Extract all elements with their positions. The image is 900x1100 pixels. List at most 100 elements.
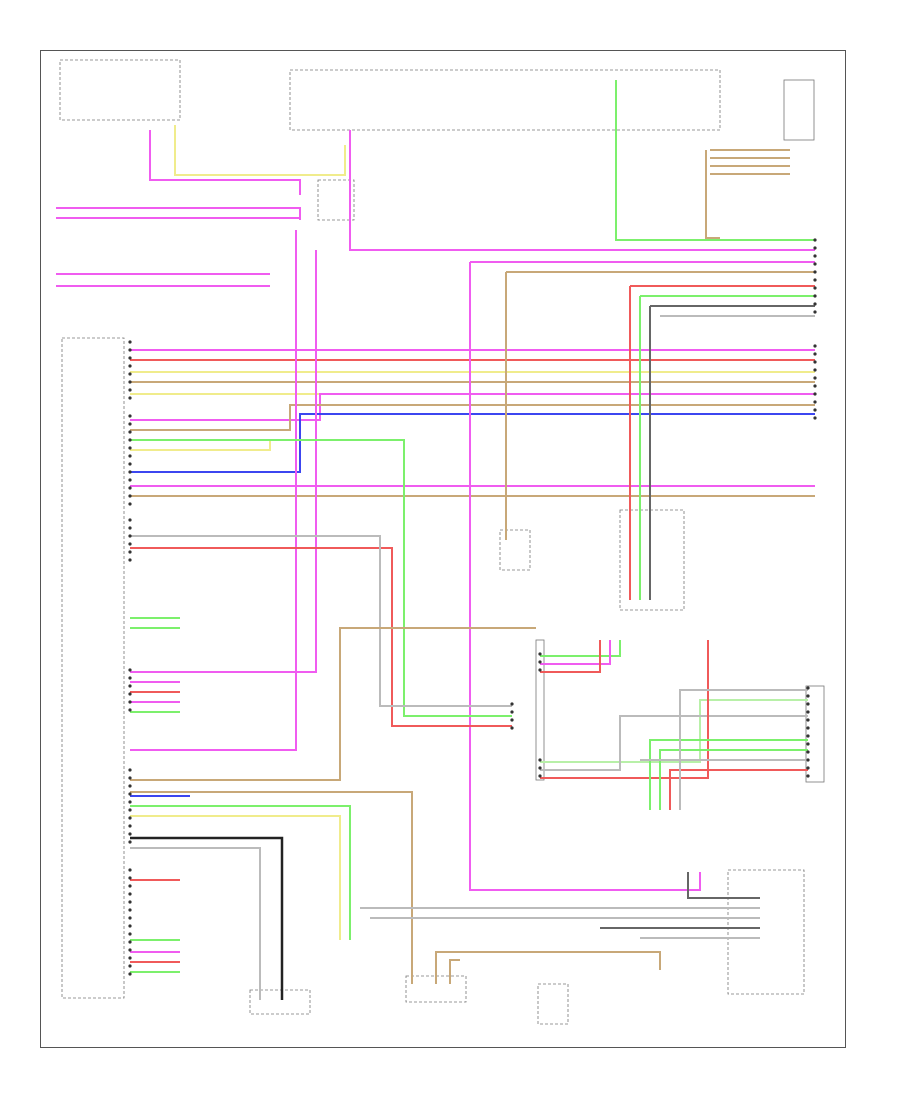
module-connector-b-pin [128, 462, 132, 466]
right-harness-connector-b-pin [813, 302, 817, 306]
module-connector-b-pin [128, 446, 132, 450]
mid-connector-pin [510, 710, 514, 714]
module-connector-c-pin [128, 558, 132, 562]
module-connector-d-pin [128, 708, 132, 712]
module-connector-b-pin [128, 494, 132, 498]
mid-connector-pin [510, 702, 514, 706]
wire-gray-52 [130, 847, 261, 1000]
module-connector-e-pin [128, 808, 132, 812]
module-connector-a-pin [128, 380, 132, 384]
module-connector-b-pin [128, 430, 132, 434]
wire-lightgreen-61 [540, 699, 808, 763]
module-connector-f-pin [128, 956, 132, 960]
module-connector-f-pin [128, 964, 132, 968]
module-connector-e-pin [128, 824, 132, 828]
right-connector-pin [806, 774, 810, 778]
component-outlines [59, 59, 825, 1025]
top-right-connector-outline [783, 79, 815, 141]
right-harness-connector-b-pin [813, 238, 817, 242]
mid-left-connector-b-pin [538, 774, 542, 778]
wire-yellow-10 [130, 440, 271, 451]
wire-tan-69 [435, 951, 661, 984]
right-harness-connector-b-pin [813, 262, 817, 266]
module-connector-b-pin [128, 478, 132, 482]
wire-red-63 [540, 640, 709, 779]
module-connector-d-pin [128, 692, 132, 696]
module-connector-a-pin [128, 348, 132, 352]
wire-blue-7 [130, 413, 815, 473]
right-connector-pin [806, 686, 810, 690]
module-connector-b-pin [128, 422, 132, 426]
module-connector-d-pin [128, 684, 132, 688]
right-connector-pin [806, 758, 810, 762]
mid-left-connector-b-pin [538, 766, 542, 770]
mid-left-connector-pin [538, 652, 542, 656]
wire-yellow-18 [174, 125, 346, 176]
module-connector-b-pin [128, 454, 132, 458]
wire-tan-46 [130, 791, 413, 984]
module-connector-b-pin [128, 502, 132, 506]
right-connector-pin [806, 742, 810, 746]
wire-pink-36 [130, 250, 317, 673]
mid-left-connector-pin [538, 660, 542, 664]
wire-gray-67 [679, 689, 808, 810]
wire-green-65 [659, 749, 808, 810]
bottom-right-module-outline [727, 869, 805, 995]
right-harness-connector-pin [813, 376, 817, 380]
module-connector-b-pin [128, 438, 132, 442]
mid-connector-pin [510, 726, 514, 730]
mid-connector-pin [510, 718, 514, 722]
wire-tan-34 [705, 150, 720, 239]
mid-left-connector-b-pin [538, 758, 542, 762]
right-connector-outline [805, 685, 825, 783]
right-connector-pin [806, 710, 810, 714]
module-connector-e-pin [128, 768, 132, 772]
wire-gray-39 [130, 535, 512, 707]
module-connector-a-pin [128, 340, 132, 344]
fuse-block-outline [289, 69, 721, 131]
wire-green-58 [540, 640, 621, 657]
wire-green-29 [615, 80, 815, 241]
wire-pink-11 [56, 207, 301, 220]
module-connector-e-pin [128, 832, 132, 836]
module-connector-f-pin [128, 876, 132, 880]
connector-layer [128, 238, 817, 976]
right-harness-connector-pin [813, 384, 817, 388]
module-connector-d-pin [128, 668, 132, 672]
module-connector-f-pin [128, 916, 132, 920]
bottom-relay-2-outline [537, 983, 569, 1025]
bottom-left-switch-outline [249, 989, 311, 1015]
module-connector-f-pin [128, 868, 132, 872]
relay-outline [317, 179, 355, 221]
right-harness-connector-b-pin [813, 270, 817, 274]
right-connector-pin [806, 766, 810, 770]
top-left-relay-outline [59, 59, 181, 121]
module-connector-f-pin [128, 892, 132, 896]
wire-green-64 [649, 739, 808, 810]
module-connector-c-pin [128, 534, 132, 538]
module-connector-e-pin [128, 800, 132, 804]
module-connector-f-pin [128, 924, 132, 928]
module-connector-f-pin [128, 972, 132, 976]
module-connector-c-pin [128, 526, 132, 530]
wire-darkgray-75 [687, 872, 760, 899]
module-connector-a-pin [128, 356, 132, 360]
right-harness-connector-pin [813, 352, 817, 356]
module-connector-b-pin [128, 470, 132, 474]
right-module-outline [619, 509, 685, 611]
right-harness-connector-b-pin [813, 310, 817, 314]
module-connector-e-pin [128, 816, 132, 820]
right-harness-connector-b-pin [813, 246, 817, 250]
module-connector-a-pin [128, 396, 132, 400]
module-connector-e-pin [128, 840, 132, 844]
wire-red-66 [669, 769, 808, 810]
right-harness-connector-b-pin [813, 254, 817, 258]
right-connector-pin [806, 702, 810, 706]
mid-left-connector-pin [538, 668, 542, 672]
wire-red-38 [130, 547, 512, 727]
module-connector-f-pin [128, 932, 132, 936]
right-harness-connector-pin [813, 368, 817, 372]
wire-tan-50 [130, 627, 536, 781]
module-connector-e-pin [128, 792, 132, 796]
control-module-outline [61, 337, 125, 999]
